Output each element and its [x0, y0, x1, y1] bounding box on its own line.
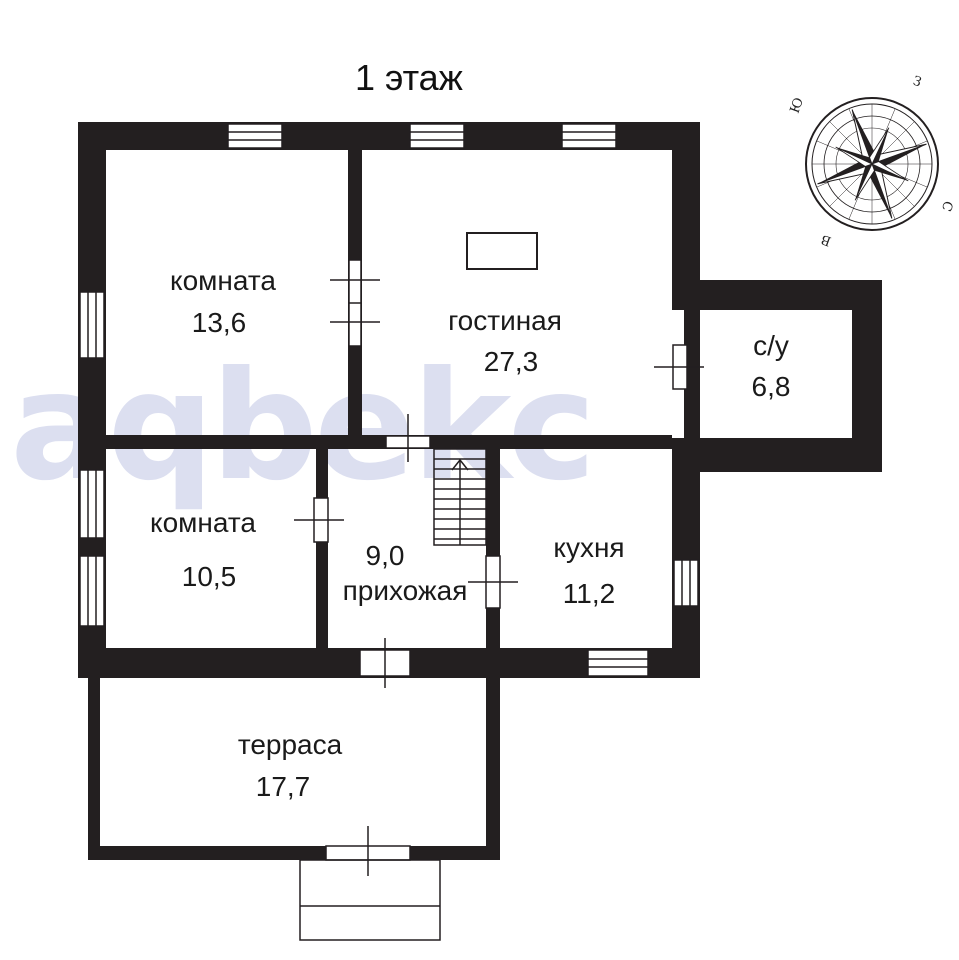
- room-labels: комната 13,6 гостиная 27,3 с/у 6,8 комна…: [150, 265, 790, 802]
- terrace-walls: [88, 678, 500, 860]
- window-top-2: [409, 123, 465, 149]
- fireplace: [466, 232, 538, 270]
- window-left-1: [79, 291, 105, 359]
- kitchen-area: 11,2: [563, 578, 615, 609]
- doors: [294, 259, 704, 876]
- compass-rose: Ю З С В: [788, 74, 956, 249]
- room2-name: комната: [150, 507, 256, 538]
- door-living-hall: [385, 414, 431, 462]
- room1-area: 13,6: [192, 307, 247, 338]
- window-left-2: [79, 469, 105, 539]
- terrace-name: терраса: [238, 729, 343, 760]
- door-terrace-exit: [325, 826, 411, 876]
- wc-name: с/у: [753, 330, 789, 361]
- window-left-3: [79, 555, 105, 627]
- wc-area: 6,8: [752, 371, 791, 402]
- hall-area: 9,0: [366, 540, 405, 571]
- door-room2-hall: [294, 497, 344, 543]
- terrace-area: 17,7: [256, 771, 311, 802]
- entrance-steps: [299, 859, 441, 941]
- room1-name: комната: [170, 265, 276, 296]
- window-top-1: [227, 123, 283, 149]
- door-living-wc: [654, 344, 704, 390]
- door-hall-terrace: [359, 638, 411, 688]
- compass-letter-east: В: [819, 231, 833, 248]
- room2-area: 10,5: [182, 561, 237, 592]
- compass-letter-west: З: [911, 74, 924, 91]
- staircase: [433, 448, 487, 546]
- hall-name: прихожая: [343, 575, 468, 606]
- door-hall-kitchen: [468, 555, 518, 609]
- living-area: 27,3: [484, 346, 539, 377]
- living-name: гостиная: [448, 305, 562, 336]
- compass-letter-north: С: [938, 199, 956, 214]
- window-kitchen-bottom: [587, 649, 649, 677]
- window-kitchen-right: [673, 559, 699, 607]
- window-top-3: [561, 123, 617, 149]
- floor-title: 1 этаж: [355, 57, 463, 98]
- door-room1-living: [330, 259, 380, 347]
- kitchen-name: кухня: [553, 532, 624, 563]
- windows: [79, 123, 699, 677]
- compass-letter-south: Ю: [788, 96, 807, 116]
